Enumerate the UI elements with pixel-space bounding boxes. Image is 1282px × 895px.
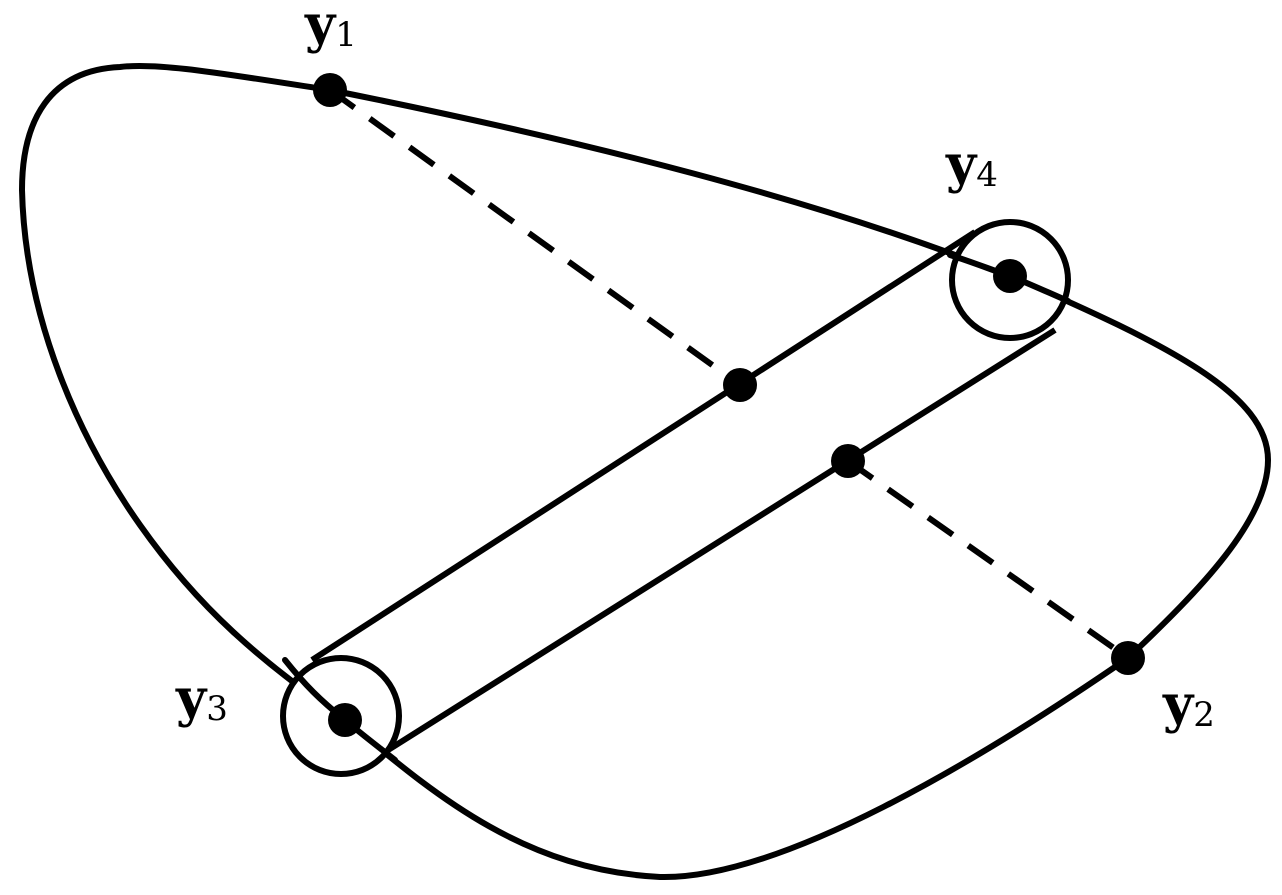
label-y2-base: y	[1162, 674, 1195, 735]
label-y2-sub: 2	[1193, 695, 1215, 735]
boundary-curve	[19, 62, 1271, 881]
label-y4-sub: 4	[976, 155, 998, 195]
point-y3	[328, 703, 362, 737]
label-y4: y4	[945, 134, 998, 195]
dashed-line-y1	[328, 87, 742, 388]
strip-line-upper	[310, 229, 977, 663]
label-y3-sub: 3	[206, 689, 228, 729]
label-y1-base: y	[304, 0, 337, 55]
point-y4	[993, 259, 1027, 293]
dashed-line-y2	[846, 458, 1130, 661]
label-y1-sub: 1	[335, 15, 357, 55]
label-y3: y3	[175, 668, 228, 729]
strip-line-lower	[383, 327, 1057, 755]
point-y2	[1111, 641, 1145, 675]
label-y4-base: y	[945, 134, 978, 195]
projection-point-upper	[723, 368, 757, 402]
label-y2: y2	[1162, 674, 1215, 735]
point-y1	[313, 73, 347, 107]
label-y1: y1	[304, 0, 357, 55]
label-y3-base: y	[175, 668, 208, 729]
projection-point-lower	[831, 444, 865, 478]
